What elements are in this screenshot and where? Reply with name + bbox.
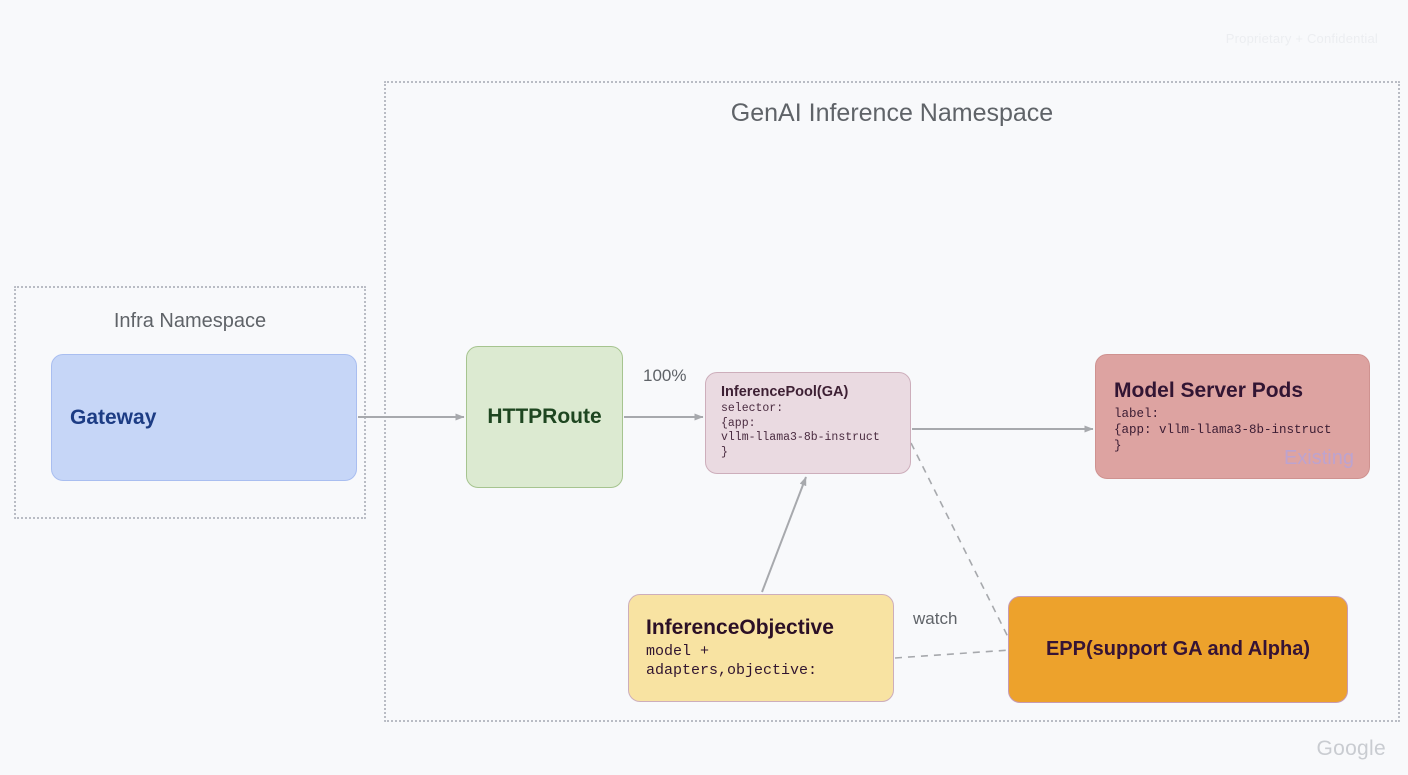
edge-label-traffic-weight: 100% (643, 366, 687, 385)
node-gateway[interactable]: Gateway (51, 354, 357, 481)
node-httproute[interactable]: HTTPRoute (466, 346, 623, 488)
infra-namespace-container: Infra Namespace (14, 286, 366, 519)
node-inference-objective-title: InferenceObjective (646, 615, 834, 639)
node-gateway-title: Gateway (70, 405, 157, 429)
node-model-server-pods-existing-tag: Existing (1283, 447, 1354, 469)
google-wordmark: Google (1316, 737, 1386, 760)
genai-inference-namespace-title: GenAI Inference Namespace (730, 99, 1054, 127)
node-model-server-pods-title: Model Server Pods (1114, 379, 1304, 402)
infra-namespace-title: Infra Namespace (113, 310, 267, 332)
node-model-server-pods[interactable]: Model Server Pods label: {app: vllm-llam… (1095, 354, 1370, 479)
node-inference-pool-body: selector: {app: vllm-llama3-8b-instruct … (721, 402, 880, 460)
node-httproute-title: HTTPRoute (487, 405, 602, 428)
node-inference-objective[interactable]: InferenceObjective model + adapters,obje… (628, 594, 894, 702)
proprietary-confidential-watermark: Proprietary + Confidential (1225, 31, 1378, 46)
node-model-server-pods-body: label: {app: vllm-llama3-8b-instruct } (1114, 407, 1332, 453)
edge-label-watch: watch (913, 609, 958, 628)
node-epp[interactable]: EPP(support GA and Alpha) (1008, 596, 1348, 703)
node-inference-pool-title: InferencePool(GA) (721, 384, 849, 400)
node-inference-pool[interactable]: InferencePool(GA) selector: {app: vllm-l… (705, 372, 911, 474)
node-inference-objective-body: model + adapters,objective: (646, 642, 818, 679)
node-epp-title: EPP(support GA and Alpha) (1045, 638, 1311, 660)
genai-inference-namespace-container: GenAI Inference Namespace (384, 81, 1400, 722)
